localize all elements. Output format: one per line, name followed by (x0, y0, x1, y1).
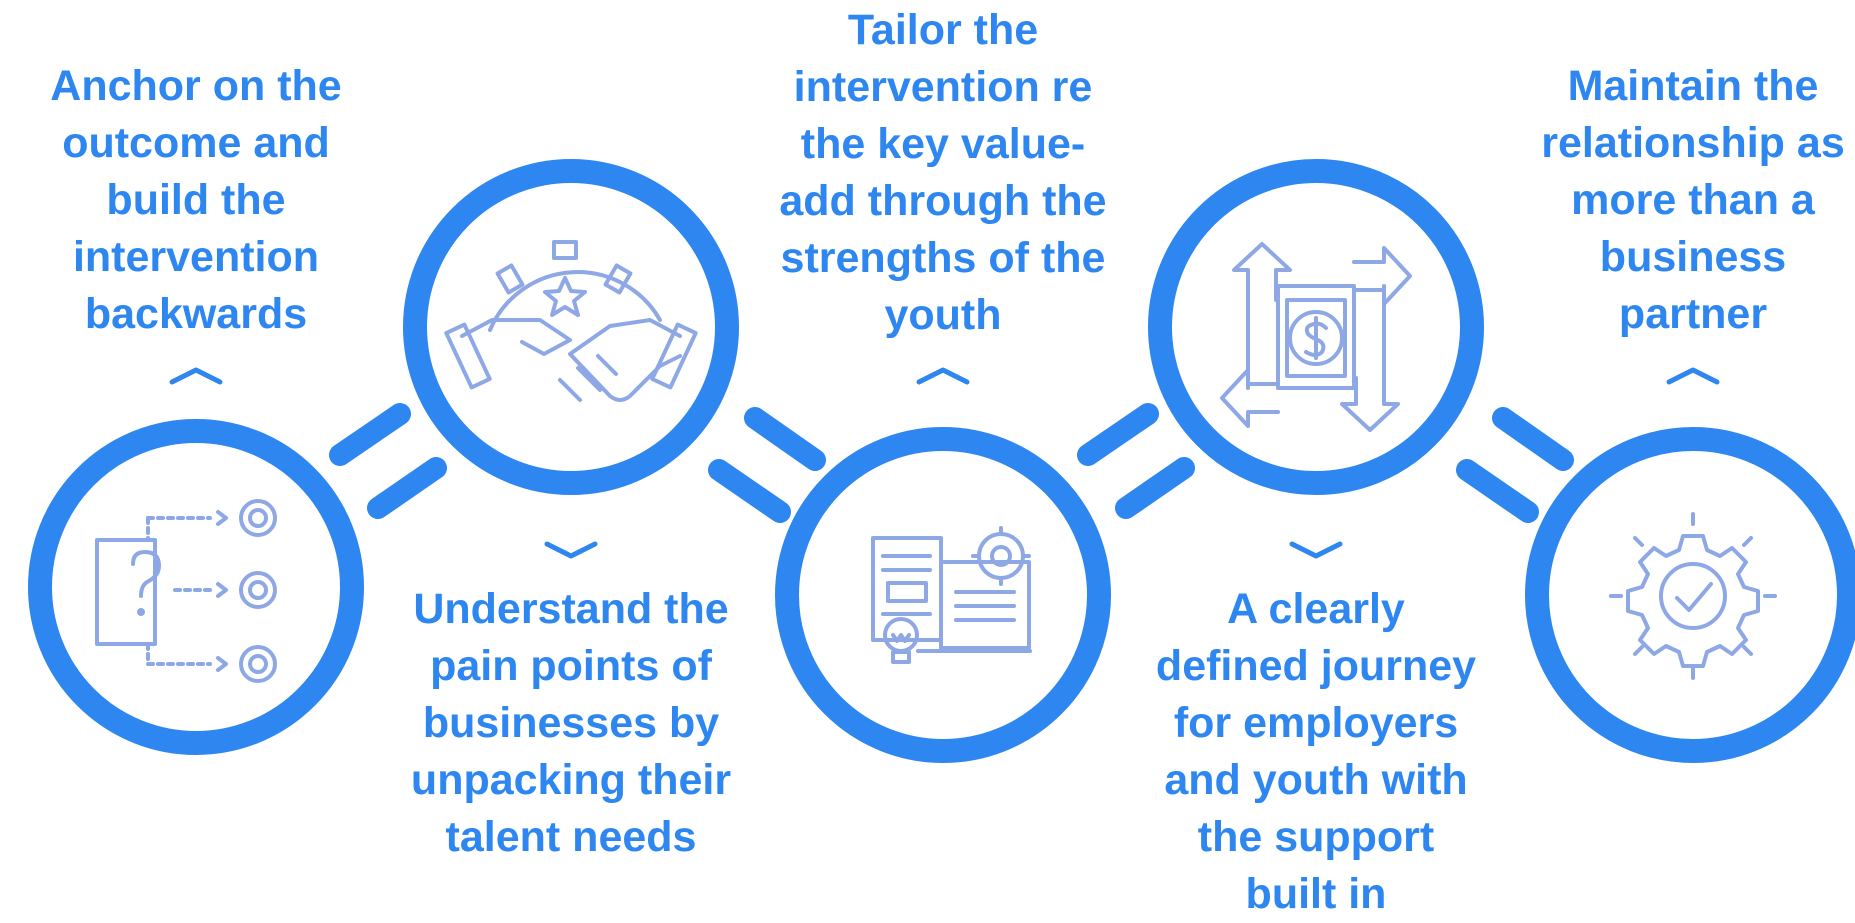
gear-check-icon (1609, 512, 1777, 680)
step-1-label: Anchor on the outcome and build the inte… (50, 62, 342, 338)
step-2-ring (403, 159, 739, 495)
connector-4-5 (1456, 407, 1574, 523)
rings (28, 159, 1855, 763)
connector-3-4 (1077, 403, 1195, 519)
step-3-label: Tailor the intervention re the key value… (779, 6, 1107, 339)
decision-targets-icon (95, 499, 277, 683)
step-1-chevron-up-icon (169, 367, 223, 385)
step-1-ring (28, 419, 364, 755)
step-4-ring (1148, 159, 1484, 495)
money-cycle-arrows-icon (1220, 242, 1412, 432)
step-3-ring (775, 427, 1111, 763)
step-2-chevron-down-icon (544, 541, 598, 559)
book-gear-idea-icon (871, 526, 1032, 664)
handshake-gear-icon (444, 240, 698, 402)
step-3-chevron-up-icon (916, 367, 970, 385)
step-4-chevron-down-icon (1289, 541, 1343, 559)
connector-2-3 (708, 407, 826, 523)
connector-1-2 (329, 403, 447, 519)
connectors (329, 403, 1574, 523)
step-2-label: Understand the pain points of businesses… (410, 585, 732, 861)
chevrons (169, 367, 1720, 559)
step-5-ring (1525, 427, 1855, 763)
step-5-label: Maintain the relationship as more than a… (1541, 62, 1845, 338)
step-4-label: A clearly defined journey for employers … (1155, 585, 1477, 918)
step-5-chevron-up-icon (1666, 367, 1720, 385)
icons (95, 240, 1777, 683)
